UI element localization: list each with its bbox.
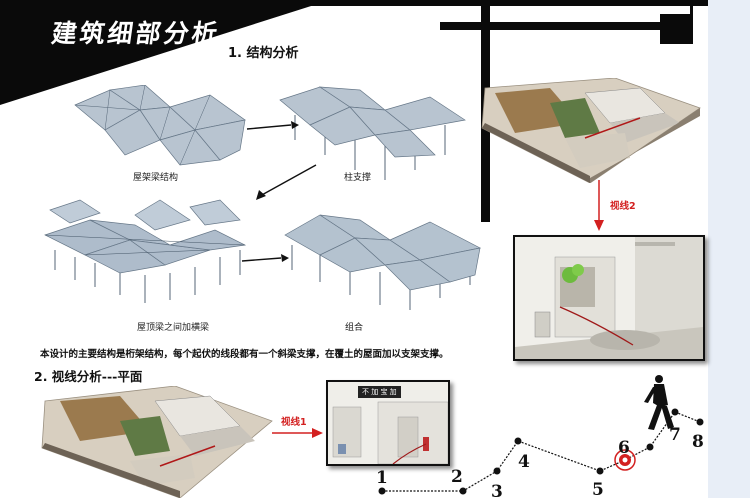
frame-top-bar bbox=[290, 0, 708, 6]
path-point-2: 2 bbox=[451, 467, 463, 487]
section-sightline-heading: 2. 视线分析---平面 bbox=[34, 369, 143, 384]
building-render-bottom bbox=[41, 386, 273, 498]
frame-black-square bbox=[660, 14, 690, 44]
path-point-5: 5 bbox=[592, 480, 604, 500]
path-point-1: 1 bbox=[376, 468, 388, 488]
caption-column-support: 柱支撑 bbox=[344, 173, 372, 183]
sightline-1-view: 不 加 宝 加 bbox=[326, 380, 450, 466]
path-point-8: 8 bbox=[692, 432, 704, 452]
right-edge-strip bbox=[708, 0, 750, 498]
caption-combination: 组合 bbox=[345, 323, 364, 333]
arrow-down-left bbox=[256, 164, 317, 200]
arrow-right-2 bbox=[241, 254, 289, 262]
combination-model bbox=[284, 214, 482, 310]
caption-cross-beam: 屋顶梁之间加横梁 bbox=[137, 323, 210, 333]
frame-horizontal-bar bbox=[440, 22, 680, 30]
page-title: 建筑细部分析 bbox=[49, 19, 222, 48]
structure-description: 本设计的主要结构是桁架结构，每个起伏的线段都有一个斜梁支撑，在覆土的屋面加以支架… bbox=[40, 349, 449, 360]
section-structure-heading: 1. 结构分析 bbox=[228, 46, 299, 61]
caption-roof-truss: 屋架梁结构 bbox=[133, 173, 179, 183]
sightline-2-label: 视线2 bbox=[610, 201, 636, 212]
path-point-3: 3 bbox=[491, 482, 503, 502]
sightline-path-diagram bbox=[378, 375, 704, 495]
sightline-1-sign: 不 加 宝 加 bbox=[358, 386, 401, 398]
sightline-2-arrow bbox=[594, 180, 604, 231]
roof-truss-model bbox=[74, 85, 246, 166]
sightline-1-label: 视线1 bbox=[281, 417, 307, 428]
cross-beam-model bbox=[44, 199, 247, 303]
sightline-2-view bbox=[513, 235, 705, 361]
arrow-right-1 bbox=[246, 121, 299, 130]
column-support-model bbox=[279, 86, 466, 180]
frame-thin-line bbox=[690, 6, 693, 44]
title-band bbox=[0, 0, 330, 105]
path-point-6: 6 bbox=[618, 438, 630, 458]
path-point-4: 4 bbox=[518, 452, 530, 472]
sightline-1-arrow bbox=[272, 428, 323, 438]
path-point-7: 7 bbox=[669, 425, 681, 445]
building-render-top bbox=[481, 78, 701, 183]
